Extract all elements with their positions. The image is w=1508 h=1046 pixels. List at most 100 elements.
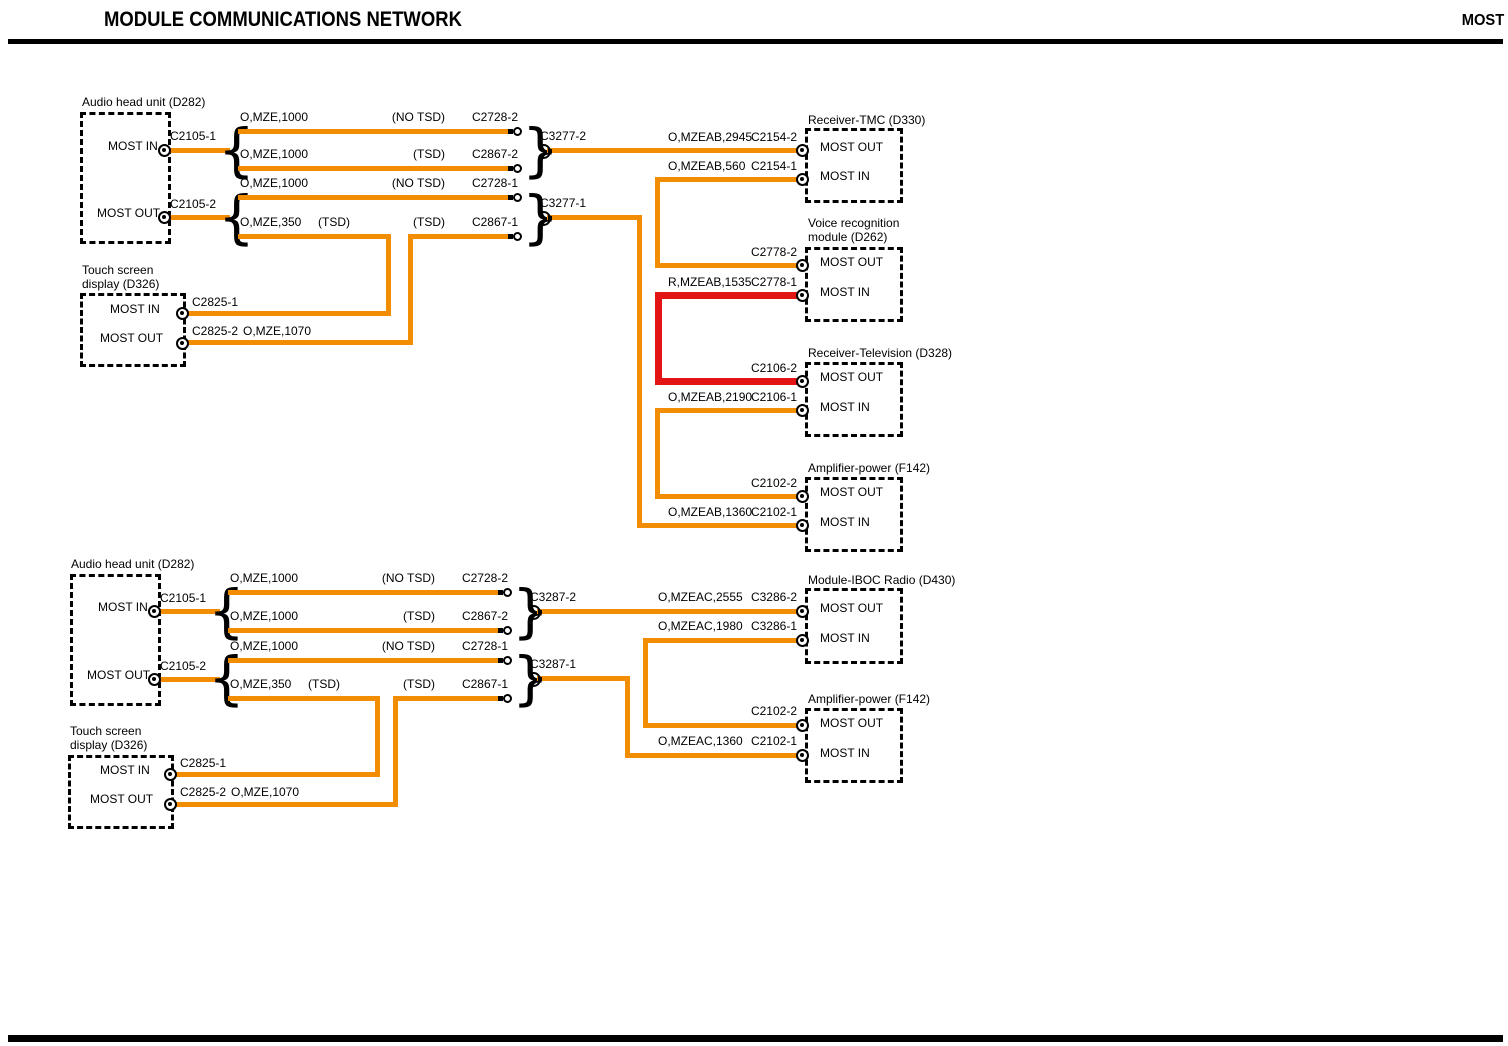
connector-pin (796, 404, 809, 417)
wire-label: O,MZEAB,2945 (668, 130, 753, 144)
wire-amp-out (643, 723, 797, 728)
connector-label: C2102-1 (750, 505, 797, 519)
inline-connector-icon (526, 672, 542, 687)
wire-stub-most-out (164, 215, 230, 220)
wire (238, 166, 510, 171)
connector-label: C2102-2 (750, 476, 797, 490)
module-box-tv (805, 362, 903, 437)
module-title-touch: display (D326) (82, 277, 160, 291)
module-title-amp: Amplifier-power (F142) (808, 461, 931, 475)
port-label-most-in: MOST IN (100, 763, 150, 777)
wire (228, 658, 500, 663)
module-title-touch: Touch screen (70, 724, 142, 738)
wire-label: O,MZEAC,2555 (658, 590, 743, 604)
wire-tag: (NO TSD) (381, 639, 435, 653)
port-label-most-out: MOST OUT (820, 370, 884, 384)
connector-pin (796, 289, 809, 302)
wire (238, 195, 510, 200)
wire-tmc-in (655, 177, 797, 182)
wire-tag: (TSD) (403, 609, 435, 623)
module-title-tmc: Receiver-TMC (D330) (808, 113, 926, 127)
wire-tmc-out (547, 148, 797, 153)
wire-touch-out (172, 802, 398, 807)
wire-tag: (NO TSD) (381, 571, 435, 585)
connector-label: C2825-2 (180, 785, 227, 799)
module-box-voice (805, 247, 903, 322)
wire-label: O,MZEAB,2190 (668, 390, 753, 404)
port-label-most-in: MOST IN (820, 169, 870, 183)
port-label-most-out: MOST OUT (100, 331, 164, 345)
port-label-most-out: MOST OUT (87, 668, 151, 682)
connector-pin (158, 211, 171, 224)
port-label-most-out: MOST OUT (820, 255, 884, 269)
wire-amp-out (655, 494, 797, 499)
connector-label: C2728-2 (471, 110, 518, 124)
wire-iboc-in (643, 638, 797, 643)
wire-label: O,MZEAC,1360 (658, 734, 743, 748)
connector-label: C2105-2 (170, 197, 217, 211)
header-rule (8, 39, 1503, 44)
wire-vertical (643, 638, 648, 728)
wire-label: O,MZE,1000 (240, 176, 309, 190)
port-label-most-in: MOST IN (820, 631, 870, 645)
wire-label: O,MZE,1000 (240, 110, 309, 124)
wire (238, 129, 510, 134)
wire-stub-most-in (164, 148, 230, 153)
module-title-voice: module (D262) (808, 230, 888, 244)
wire-touch-out (184, 340, 413, 345)
connector-pin (796, 519, 809, 532)
wire-tag: (TSD) (308, 677, 340, 691)
wire-voice-in-red (655, 292, 797, 299)
wire-end-connector (498, 625, 513, 636)
module-title-audio: Audio head unit (D282) (82, 95, 206, 109)
connector-label: C2105-1 (170, 129, 217, 143)
inline-connector-icon (526, 605, 542, 620)
module-box-audio (70, 574, 161, 706)
connector-label: C2825-2 (192, 324, 239, 338)
connector-label: C2778-2 (750, 245, 797, 259)
wire-tag: (TSD) (403, 677, 435, 691)
wire-label: O,MZEAC,1980 (658, 619, 743, 633)
connector-label: C2867-2 (471, 147, 518, 161)
connector-pin (796, 605, 809, 618)
wire-tag: (TSD) (413, 147, 445, 161)
wire-label: O,MZE,350 (240, 215, 302, 229)
wire-end-connector (498, 587, 513, 598)
wire-vertical (408, 234, 413, 345)
footer-rule (8, 1035, 1503, 1042)
wire (537, 676, 630, 681)
connector-label: C2154-2 (750, 130, 797, 144)
wire-label: O,MZE,1000 (230, 571, 299, 585)
connector-pin (796, 259, 809, 272)
port-label-most-out: MOST OUT (90, 792, 154, 806)
connector-label: C3286-2 (750, 590, 797, 604)
connector-label: C2105-2 (160, 659, 207, 673)
wire-end-connector (508, 231, 523, 242)
wire-label: O,MZE,1000 (230, 639, 299, 653)
connector-label: C2728-2 (461, 571, 508, 585)
wire-tv-in (655, 408, 797, 413)
wire (228, 628, 500, 633)
wire-vertical (637, 215, 642, 528)
port-label-most-in: MOST IN (820, 746, 870, 760)
port-label-most-out: MOST OUT (820, 485, 884, 499)
connector-label: C2867-1 (471, 215, 518, 229)
page-title: MODULE COMMUNICATIONS NETWORK (104, 8, 462, 31)
module-title-touch: Touch screen (82, 263, 154, 277)
connector-label: C2106-2 (750, 361, 797, 375)
wire-tv-out-red (655, 378, 797, 385)
connector-pin (164, 768, 177, 781)
wire-stub-most-in (154, 609, 220, 614)
connector-pin (164, 798, 177, 811)
wire (398, 696, 500, 701)
wire (238, 234, 391, 239)
wire-label: O,MZEAB,1360 (668, 505, 753, 519)
wire-label: O,MZEAB,560 (668, 159, 746, 173)
connector-pin (796, 634, 809, 647)
module-box-amp (805, 477, 903, 552)
page-tag: MOST (1461, 12, 1504, 29)
connector-pin (796, 490, 809, 503)
connector-pin (796, 749, 809, 762)
wire-tag: (TSD) (413, 215, 445, 229)
wire (228, 590, 500, 595)
